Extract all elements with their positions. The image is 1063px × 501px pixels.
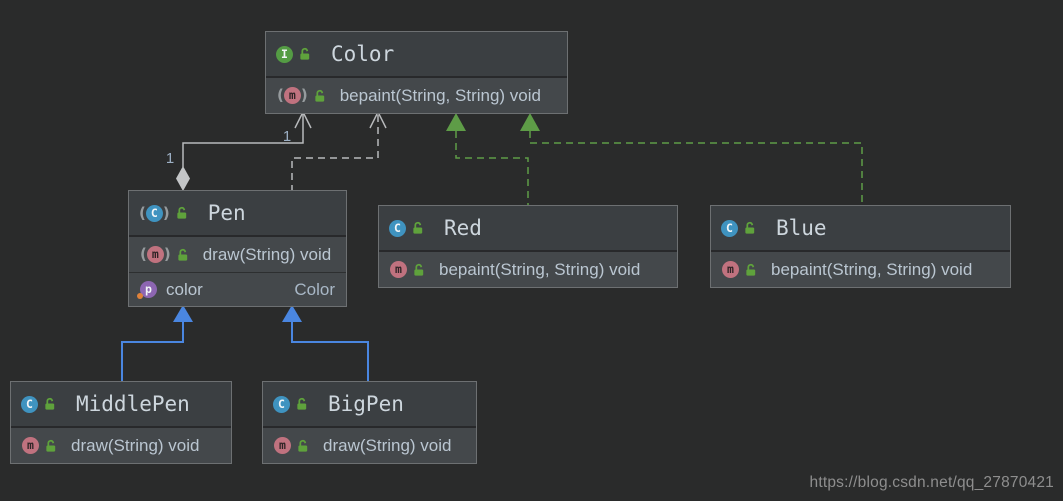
class-node-blue[interactable]: C Blue m bepaint(String, String) void bbox=[710, 205, 1011, 288]
public-unlock-icon bbox=[175, 206, 189, 220]
method-row[interactable]: m bepaint(String, String) void bbox=[379, 252, 677, 287]
edge-realization-red-color[interactable] bbox=[446, 113, 529, 205]
public-unlock-icon bbox=[743, 221, 757, 235]
property-row[interactable]: p color Color bbox=[129, 272, 346, 306]
method-row[interactable]: m draw(String) void bbox=[11, 428, 231, 463]
node-header[interactable]: C Red bbox=[379, 206, 677, 250]
node-header[interactable]: C Blue bbox=[711, 206, 1010, 250]
method-row[interactable]: m draw(String) void bbox=[263, 428, 476, 463]
multiplicity-label: 1 bbox=[283, 128, 291, 145]
class-name: Blue bbox=[776, 216, 827, 240]
method-icon: m bbox=[390, 261, 407, 278]
node-header[interactable]: C Pen bbox=[129, 191, 346, 235]
edge-inheritance-bigpen-pen[interactable] bbox=[282, 305, 369, 381]
members-section: m draw(String) void bbox=[11, 426, 231, 463]
multiplicity-label: 1 bbox=[166, 150, 174, 167]
method-signature: draw(String) void bbox=[323, 435, 452, 455]
class-node-pen[interactable]: C Pen m draw(String) void p color Color bbox=[128, 190, 347, 307]
public-unlock-icon bbox=[744, 263, 758, 277]
method-signature: draw(String) void bbox=[71, 435, 200, 455]
method-row[interactable]: m bepaint(String, String) void bbox=[266, 78, 567, 113]
public-unlock-icon bbox=[313, 89, 327, 103]
property-icon: p bbox=[137, 281, 157, 299]
triangle-arrowhead-icon bbox=[520, 113, 540, 131]
public-unlock-icon bbox=[295, 397, 309, 411]
method-signature: draw(String) void bbox=[202, 244, 332, 264]
public-unlock-icon bbox=[412, 263, 426, 277]
triangle-arrowhead-icon bbox=[446, 113, 466, 131]
property-name: color bbox=[166, 279, 203, 299]
members-section: m draw(String) void bbox=[263, 426, 476, 463]
class-icon: C bbox=[721, 219, 738, 237]
triangle-arrowhead-icon bbox=[173, 305, 193, 322]
class-node-color[interactable]: I Color m bepaint(String, String) void bbox=[265, 31, 568, 114]
class-icon: C bbox=[273, 395, 290, 413]
node-header[interactable]: I Color bbox=[266, 32, 567, 76]
abstract-class-icon: C bbox=[139, 204, 170, 222]
method-row[interactable]: m bepaint(String, String) void bbox=[711, 252, 1010, 287]
class-node-bigpen[interactable]: C BigPen m draw(String) void bbox=[262, 381, 477, 464]
class-name: Pen bbox=[207, 201, 246, 225]
class-node-middlepen[interactable]: C MiddlePen m draw(String) void bbox=[10, 381, 232, 464]
node-header[interactable]: C BigPen bbox=[263, 382, 476, 426]
public-unlock-icon bbox=[411, 221, 425, 235]
method-icon: m bbox=[274, 437, 291, 454]
method-signature: bepaint(String, String) void bbox=[339, 85, 541, 105]
class-name: MiddlePen bbox=[76, 392, 190, 416]
public-unlock-icon bbox=[176, 248, 190, 262]
method-icon: m bbox=[22, 437, 39, 454]
method-signature: bepaint(String, String) void bbox=[771, 259, 973, 279]
class-icon: C bbox=[21, 395, 38, 413]
members-section: m bepaint(String, String) void bbox=[266, 76, 567, 113]
members-section: m draw(String) void p color Color bbox=[129, 235, 346, 306]
public-unlock-icon bbox=[44, 439, 58, 453]
public-unlock-icon bbox=[296, 439, 310, 453]
watermark-url: https://blog.csdn.net/qq_27870421 bbox=[809, 474, 1054, 491]
method-signature: bepaint(String, String) void bbox=[439, 259, 641, 279]
class-icon: C bbox=[389, 219, 406, 237]
members-section: m bepaint(String, String) void bbox=[379, 250, 677, 287]
public-unlock-icon bbox=[298, 47, 312, 61]
class-node-red[interactable]: C Red m bepaint(String, String) void bbox=[378, 205, 678, 288]
method-row[interactable]: m draw(String) void bbox=[129, 237, 346, 272]
aggregation-diamond-icon bbox=[176, 166, 190, 191]
method-icon: m bbox=[722, 261, 739, 278]
node-header[interactable]: C MiddlePen bbox=[11, 382, 231, 426]
abstract-method-icon: m bbox=[140, 246, 171, 263]
abstract-method-icon: m bbox=[277, 87, 308, 104]
triangle-arrowhead-icon bbox=[282, 305, 302, 322]
edge-realization-blue-color[interactable] bbox=[520, 113, 863, 205]
edge-inheritance-middlepen-pen[interactable] bbox=[121, 305, 193, 381]
class-name: Red bbox=[444, 216, 482, 240]
public-unlock-icon bbox=[43, 397, 57, 411]
members-section: m bepaint(String, String) void bbox=[711, 250, 1010, 287]
class-name: BigPen bbox=[328, 392, 404, 416]
property-type: Color bbox=[294, 279, 335, 299]
edge-dependency-pen-color[interactable] bbox=[291, 110, 387, 190]
edge-aggregation-pen-color[interactable]: 1 1 bbox=[166, 110, 312, 191]
interface-icon: I bbox=[276, 45, 293, 63]
class-name: Color bbox=[331, 42, 395, 66]
